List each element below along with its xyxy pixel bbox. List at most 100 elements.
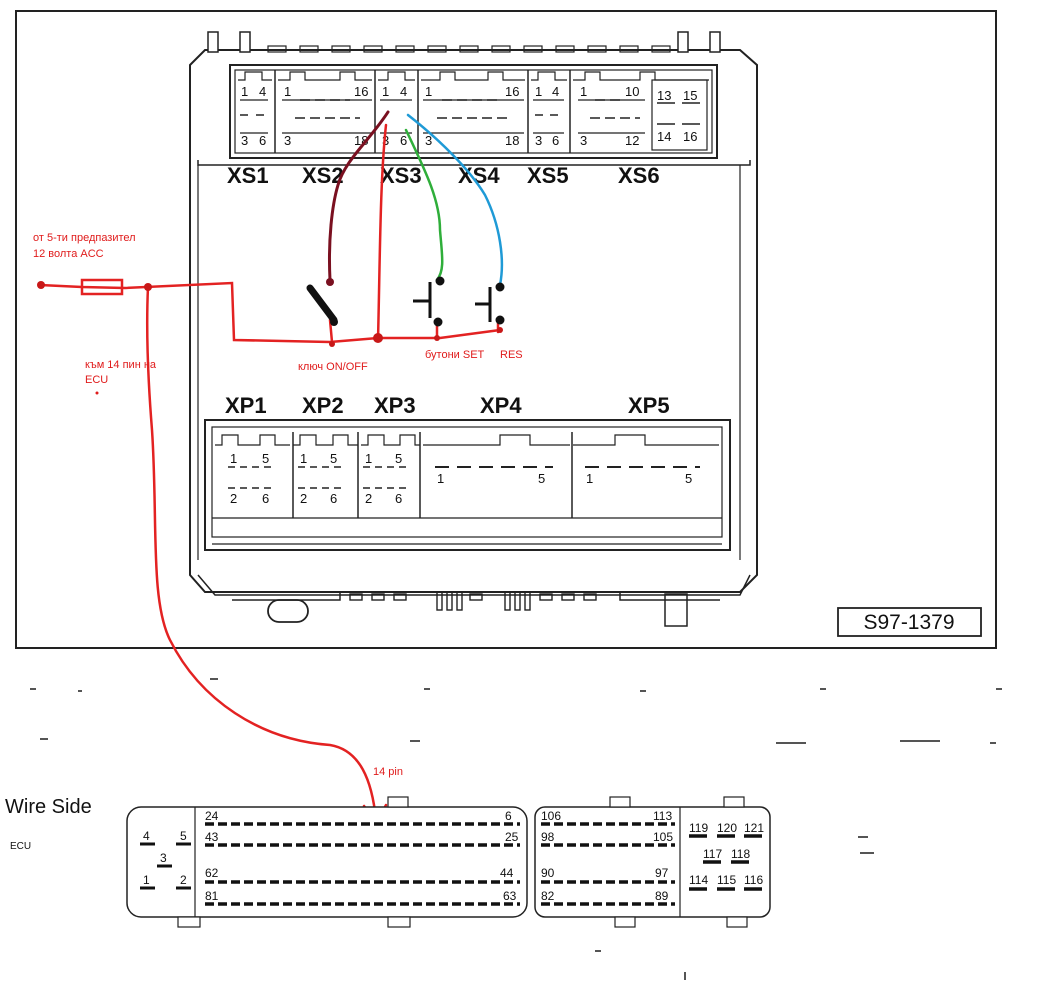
svg-text:1: 1	[580, 84, 587, 99]
xs1-label: XS1	[227, 163, 269, 188]
svg-text:1: 1	[535, 84, 542, 99]
svg-text:90: 90	[541, 866, 555, 880]
xs4-pins: 1 16 3 18	[423, 84, 524, 148]
ecu-note-line1: към 14 пин на	[85, 359, 157, 371]
svg-text:16: 16	[683, 129, 697, 144]
blue-wire	[406, 113, 504, 287]
buttons-set-label: бутони SET	[425, 349, 485, 361]
svg-text:1: 1	[382, 84, 389, 99]
wiring	[38, 110, 504, 827]
svg-text:1: 1	[230, 451, 237, 466]
svg-text:1: 1	[586, 471, 593, 486]
svg-text:117: 117	[703, 847, 722, 861]
xs5-pins: 1 4 3 6	[533, 84, 564, 148]
svg-text:15: 15	[683, 88, 697, 103]
svg-text:12: 12	[625, 133, 639, 148]
svg-text:5: 5	[330, 451, 337, 466]
xp3-pins: 1 5 2 6	[363, 451, 407, 506]
svg-text:5: 5	[538, 471, 545, 486]
ecu-left-pins: 4 5 3 1 2	[140, 829, 191, 890]
svg-text:114: 114	[689, 873, 708, 887]
scan-artifacts	[30, 678, 1002, 980]
svg-text:105: 105	[653, 830, 673, 844]
ecu-label: ECU	[10, 841, 31, 852]
xs5-label: XS5	[527, 163, 569, 188]
svg-text:81: 81	[205, 889, 219, 903]
svg-text:10: 10	[625, 84, 639, 99]
svg-text:44: 44	[500, 866, 514, 880]
svg-text:1: 1	[365, 451, 372, 466]
svg-text:4: 4	[552, 84, 559, 99]
svg-text:14: 14	[657, 129, 671, 144]
wire-dots	[37, 278, 503, 347]
svg-text:120: 120	[717, 821, 737, 835]
svg-text:118: 118	[731, 847, 750, 861]
svg-text:63: 63	[503, 889, 517, 903]
xp5-pins: 1 5	[585, 466, 700, 486]
svg-text:2: 2	[230, 491, 237, 506]
xs2-pins: 1 16 3 18	[282, 84, 372, 148]
svg-text:121: 121	[744, 821, 764, 835]
svg-text:62: 62	[205, 866, 219, 880]
svg-text:116: 116	[744, 873, 763, 887]
svg-text:113: 113	[653, 809, 672, 823]
xp4-pins: 1 5	[435, 466, 553, 486]
fuse-note-line2: 12 волта ACC	[33, 248, 104, 260]
xp2-pins: 1 5 2 6	[298, 451, 342, 506]
xs-labels: XS1 XS2 XS3 XS4 XS5 XS6	[227, 163, 660, 188]
key-switch	[306, 284, 338, 326]
svg-text:24: 24	[205, 809, 219, 823]
xs6-pins: 1 10 3 12 13 15 14 16	[578, 79, 708, 151]
key-label: ключ ON/OFF	[298, 361, 368, 373]
xp2-label: XP2	[302, 393, 344, 418]
svg-text:115: 115	[717, 873, 736, 887]
svg-text:1: 1	[425, 84, 432, 99]
svg-text:16: 16	[505, 84, 519, 99]
svg-text:2: 2	[300, 491, 307, 506]
svg-text:6: 6	[330, 491, 337, 506]
svg-text:106: 106	[541, 809, 561, 823]
svg-text:1: 1	[241, 84, 248, 99]
res-label: RES	[500, 349, 523, 361]
svg-text:5: 5	[395, 451, 402, 466]
svg-text:1: 1	[284, 84, 291, 99]
svg-text:4: 4	[400, 84, 407, 99]
annotations: от 5-ти предпазител 12 волта ACC към 14 …	[33, 232, 523, 778]
xs2-label: XS2	[302, 163, 344, 188]
svg-text:6: 6	[395, 491, 402, 506]
xs-connector-strip: 1 4 3 6 1 16 3 18 1 4 3 6	[229, 64, 718, 159]
svg-text:6: 6	[552, 133, 559, 148]
module-code: S97-1379	[863, 611, 954, 634]
diagram-frame	[15, 10, 997, 649]
xp-connector-strip: 1 5 2 6 1 5 2 6 1 5 2 6 1 5	[204, 419, 731, 551]
svg-text:6: 6	[259, 133, 266, 148]
svg-text:6: 6	[400, 133, 407, 148]
ecu-right-extra-pins: 119 120 121 117 118 114 115 116	[689, 821, 764, 891]
svg-text:3: 3	[580, 133, 587, 148]
svg-text:43: 43	[205, 830, 219, 844]
svg-text:2: 2	[180, 873, 187, 887]
xp5-label: XP5	[628, 393, 670, 418]
svg-text:1: 1	[300, 451, 307, 466]
svg-text:89: 89	[655, 889, 669, 903]
svg-text:1: 1	[437, 471, 444, 486]
svg-text:98: 98	[541, 830, 555, 844]
svg-text:1: 1	[143, 873, 150, 887]
svg-text:119: 119	[689, 821, 708, 835]
svg-text:6: 6	[505, 809, 512, 823]
darkred-wire	[327, 110, 390, 282]
svg-text:6: 6	[262, 491, 269, 506]
red-ecu-wire	[145, 285, 378, 822]
xp3-label: XP3	[374, 393, 416, 418]
ecu-main-pins: 24 6 43 25 62 44 81 63	[205, 809, 520, 906]
green-wire	[404, 128, 444, 282]
xp1-label: XP1	[225, 393, 267, 418]
svg-text:2: 2	[365, 491, 372, 506]
svg-text:13: 13	[657, 88, 671, 103]
xs6-label: XS6	[618, 163, 660, 188]
pin14-label: 14 pin	[373, 766, 403, 778]
wire-side-label: Wire Side	[5, 796, 92, 818]
svg-text:97: 97	[655, 866, 669, 880]
svg-text:5: 5	[262, 451, 269, 466]
